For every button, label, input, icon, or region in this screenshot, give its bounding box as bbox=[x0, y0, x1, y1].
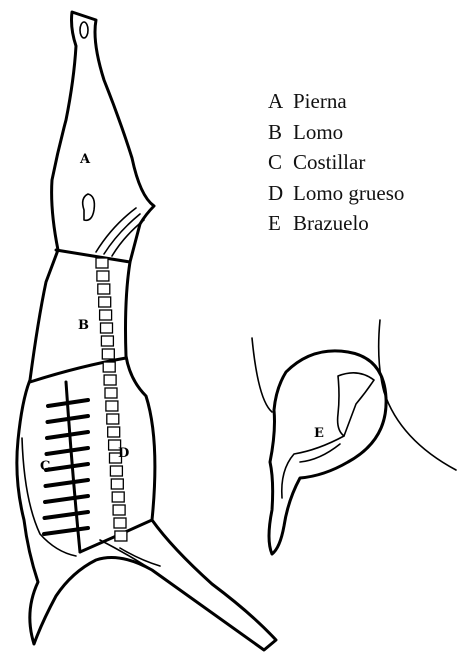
region-letter-e: E bbox=[314, 426, 324, 441]
rib bbox=[47, 432, 88, 438]
rib bbox=[45, 512, 89, 518]
legend-label: Costillar bbox=[293, 150, 365, 174]
vertebra bbox=[96, 258, 108, 268]
vertebra bbox=[103, 362, 115, 372]
legend-label: Lomo bbox=[293, 120, 343, 144]
legend-label: Lomo grueso bbox=[293, 181, 404, 205]
vertebra bbox=[113, 505, 125, 515]
vertebra bbox=[106, 401, 118, 411]
vertebra bbox=[99, 297, 111, 307]
vertebra bbox=[114, 518, 126, 528]
vertebra bbox=[97, 271, 109, 281]
vertebra bbox=[107, 414, 119, 424]
shoulder-blade bbox=[338, 373, 374, 436]
vertebra bbox=[105, 388, 117, 398]
legend-key: A bbox=[268, 86, 293, 117]
legend-key: E bbox=[268, 208, 293, 239]
spine bbox=[96, 258, 127, 541]
rib bbox=[46, 464, 88, 470]
vertebra bbox=[112, 492, 124, 502]
ham-bone-mark bbox=[83, 194, 95, 220]
divider-pierna-lomo bbox=[56, 250, 130, 262]
hock-hole bbox=[80, 22, 88, 38]
vertebra bbox=[115, 531, 127, 541]
legend-key: D bbox=[268, 178, 293, 209]
vertebra bbox=[104, 375, 116, 385]
vertebra bbox=[111, 479, 123, 489]
legend-key: C bbox=[268, 147, 293, 178]
arm-bone bbox=[282, 436, 344, 498]
legend-label: Brazuelo bbox=[293, 211, 369, 235]
brazuelo-body-line-right bbox=[379, 320, 456, 470]
vertebra bbox=[101, 323, 113, 333]
brazuelo-detail: E bbox=[252, 320, 456, 554]
region-letter-c: C bbox=[40, 459, 50, 474]
brazuelo-body-line-left bbox=[252, 338, 272, 412]
vertebra bbox=[98, 284, 110, 294]
vertebra bbox=[100, 310, 112, 320]
region-letter-d: D bbox=[118, 446, 129, 461]
vertebra bbox=[102, 349, 114, 359]
vertebra bbox=[101, 336, 113, 346]
rib bbox=[45, 496, 88, 502]
carcass-side: A B C D bbox=[17, 12, 276, 650]
region-letter-b: B bbox=[78, 318, 89, 333]
rib bbox=[46, 480, 89, 486]
legend-key: B bbox=[268, 117, 293, 148]
vertebra bbox=[108, 427, 120, 437]
rib bbox=[44, 528, 88, 534]
region-letter-a: A bbox=[79, 152, 91, 167]
rib bbox=[47, 448, 89, 454]
legend-label: Pierna bbox=[293, 89, 347, 113]
ribs bbox=[44, 400, 88, 534]
vertebra bbox=[110, 466, 122, 476]
carcass-outline bbox=[17, 12, 276, 650]
